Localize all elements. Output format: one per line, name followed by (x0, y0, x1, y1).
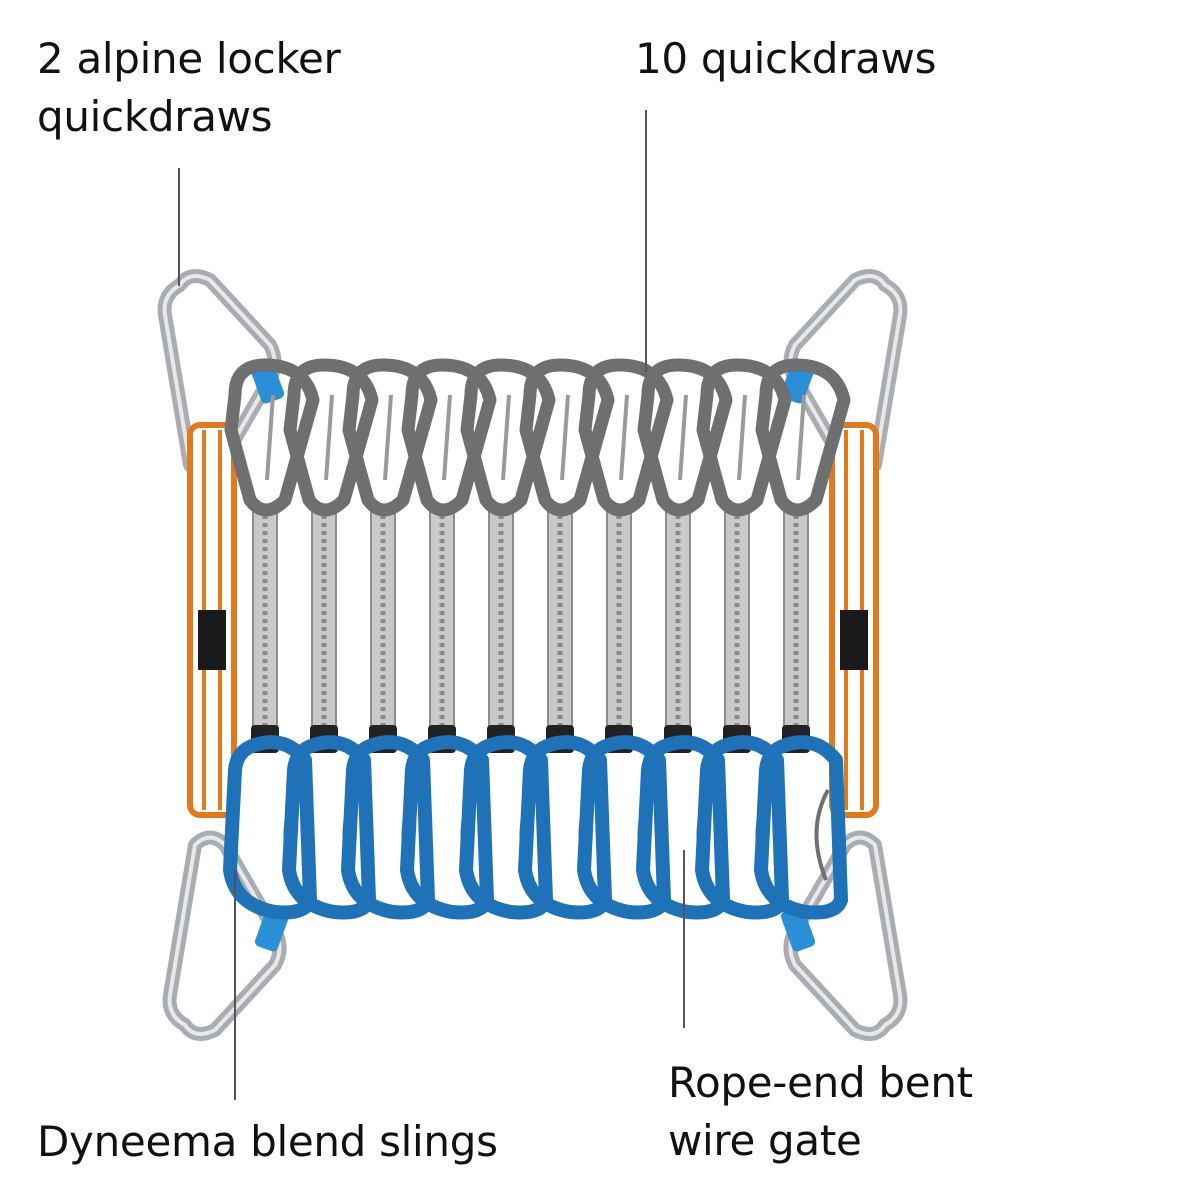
locker-highlight (162, 274, 277, 475)
locker-highlight (788, 835, 903, 1036)
label-quickdraws: 10 quickdraws (635, 34, 937, 83)
label-line: Rope-end bent (668, 1058, 973, 1107)
leader-line-lockers (178, 168, 180, 286)
locker-carabiner-bottom-right (780, 830, 908, 1041)
top-carabiner (224, 358, 320, 517)
label-line: 2 alpine locker (37, 34, 341, 83)
top-carabiner-gate (678, 394, 688, 481)
label-line: quickdraws (37, 92, 273, 141)
top-carabiner (460, 358, 556, 517)
leader-line-wire-gate (683, 850, 685, 1028)
sling-brand-tag (198, 610, 226, 670)
label-slings: Dyneema blend slings (37, 1117, 498, 1166)
top-carabiner-gate (796, 394, 806, 481)
top-carabiner (401, 358, 497, 517)
quickdraw (459, 358, 556, 920)
top-carabiner (283, 358, 379, 517)
locker-sling-left (187, 422, 237, 818)
top-carabiner-gate (265, 394, 275, 481)
label-wire-gate: Rope-end bent wire gate (668, 1054, 973, 1170)
locker-highlight (788, 274, 903, 475)
top-carabiner (578, 358, 674, 517)
top-carabiner-gate (324, 394, 334, 481)
top-carabiner-gate (501, 394, 511, 481)
wire-gate (814, 789, 830, 881)
sling-brand-tag (840, 610, 868, 670)
quickdraw (754, 358, 851, 920)
locker-highlight (167, 835, 282, 1036)
top-carabiner (342, 358, 438, 517)
top-carabiner-gate (619, 394, 629, 481)
top-carabiner (637, 358, 733, 517)
top-carabiner (696, 358, 792, 517)
top-carabiner-gate (737, 394, 747, 481)
leader-line-slings (234, 870, 236, 1100)
label-alpine-lockers: 2 alpine locker quickdraws (37, 30, 341, 146)
top-carabiner (519, 358, 615, 517)
bottom-carabiner (754, 735, 848, 920)
top-carabiner-gate (383, 394, 393, 481)
leader-line-quickdraws (645, 110, 647, 372)
top-carabiner-gate (442, 394, 452, 481)
top-carabiner (755, 358, 851, 517)
label-line: wire gate (668, 1116, 862, 1165)
locker-sling-right (829, 422, 879, 818)
top-carabiner-gate (560, 394, 570, 481)
